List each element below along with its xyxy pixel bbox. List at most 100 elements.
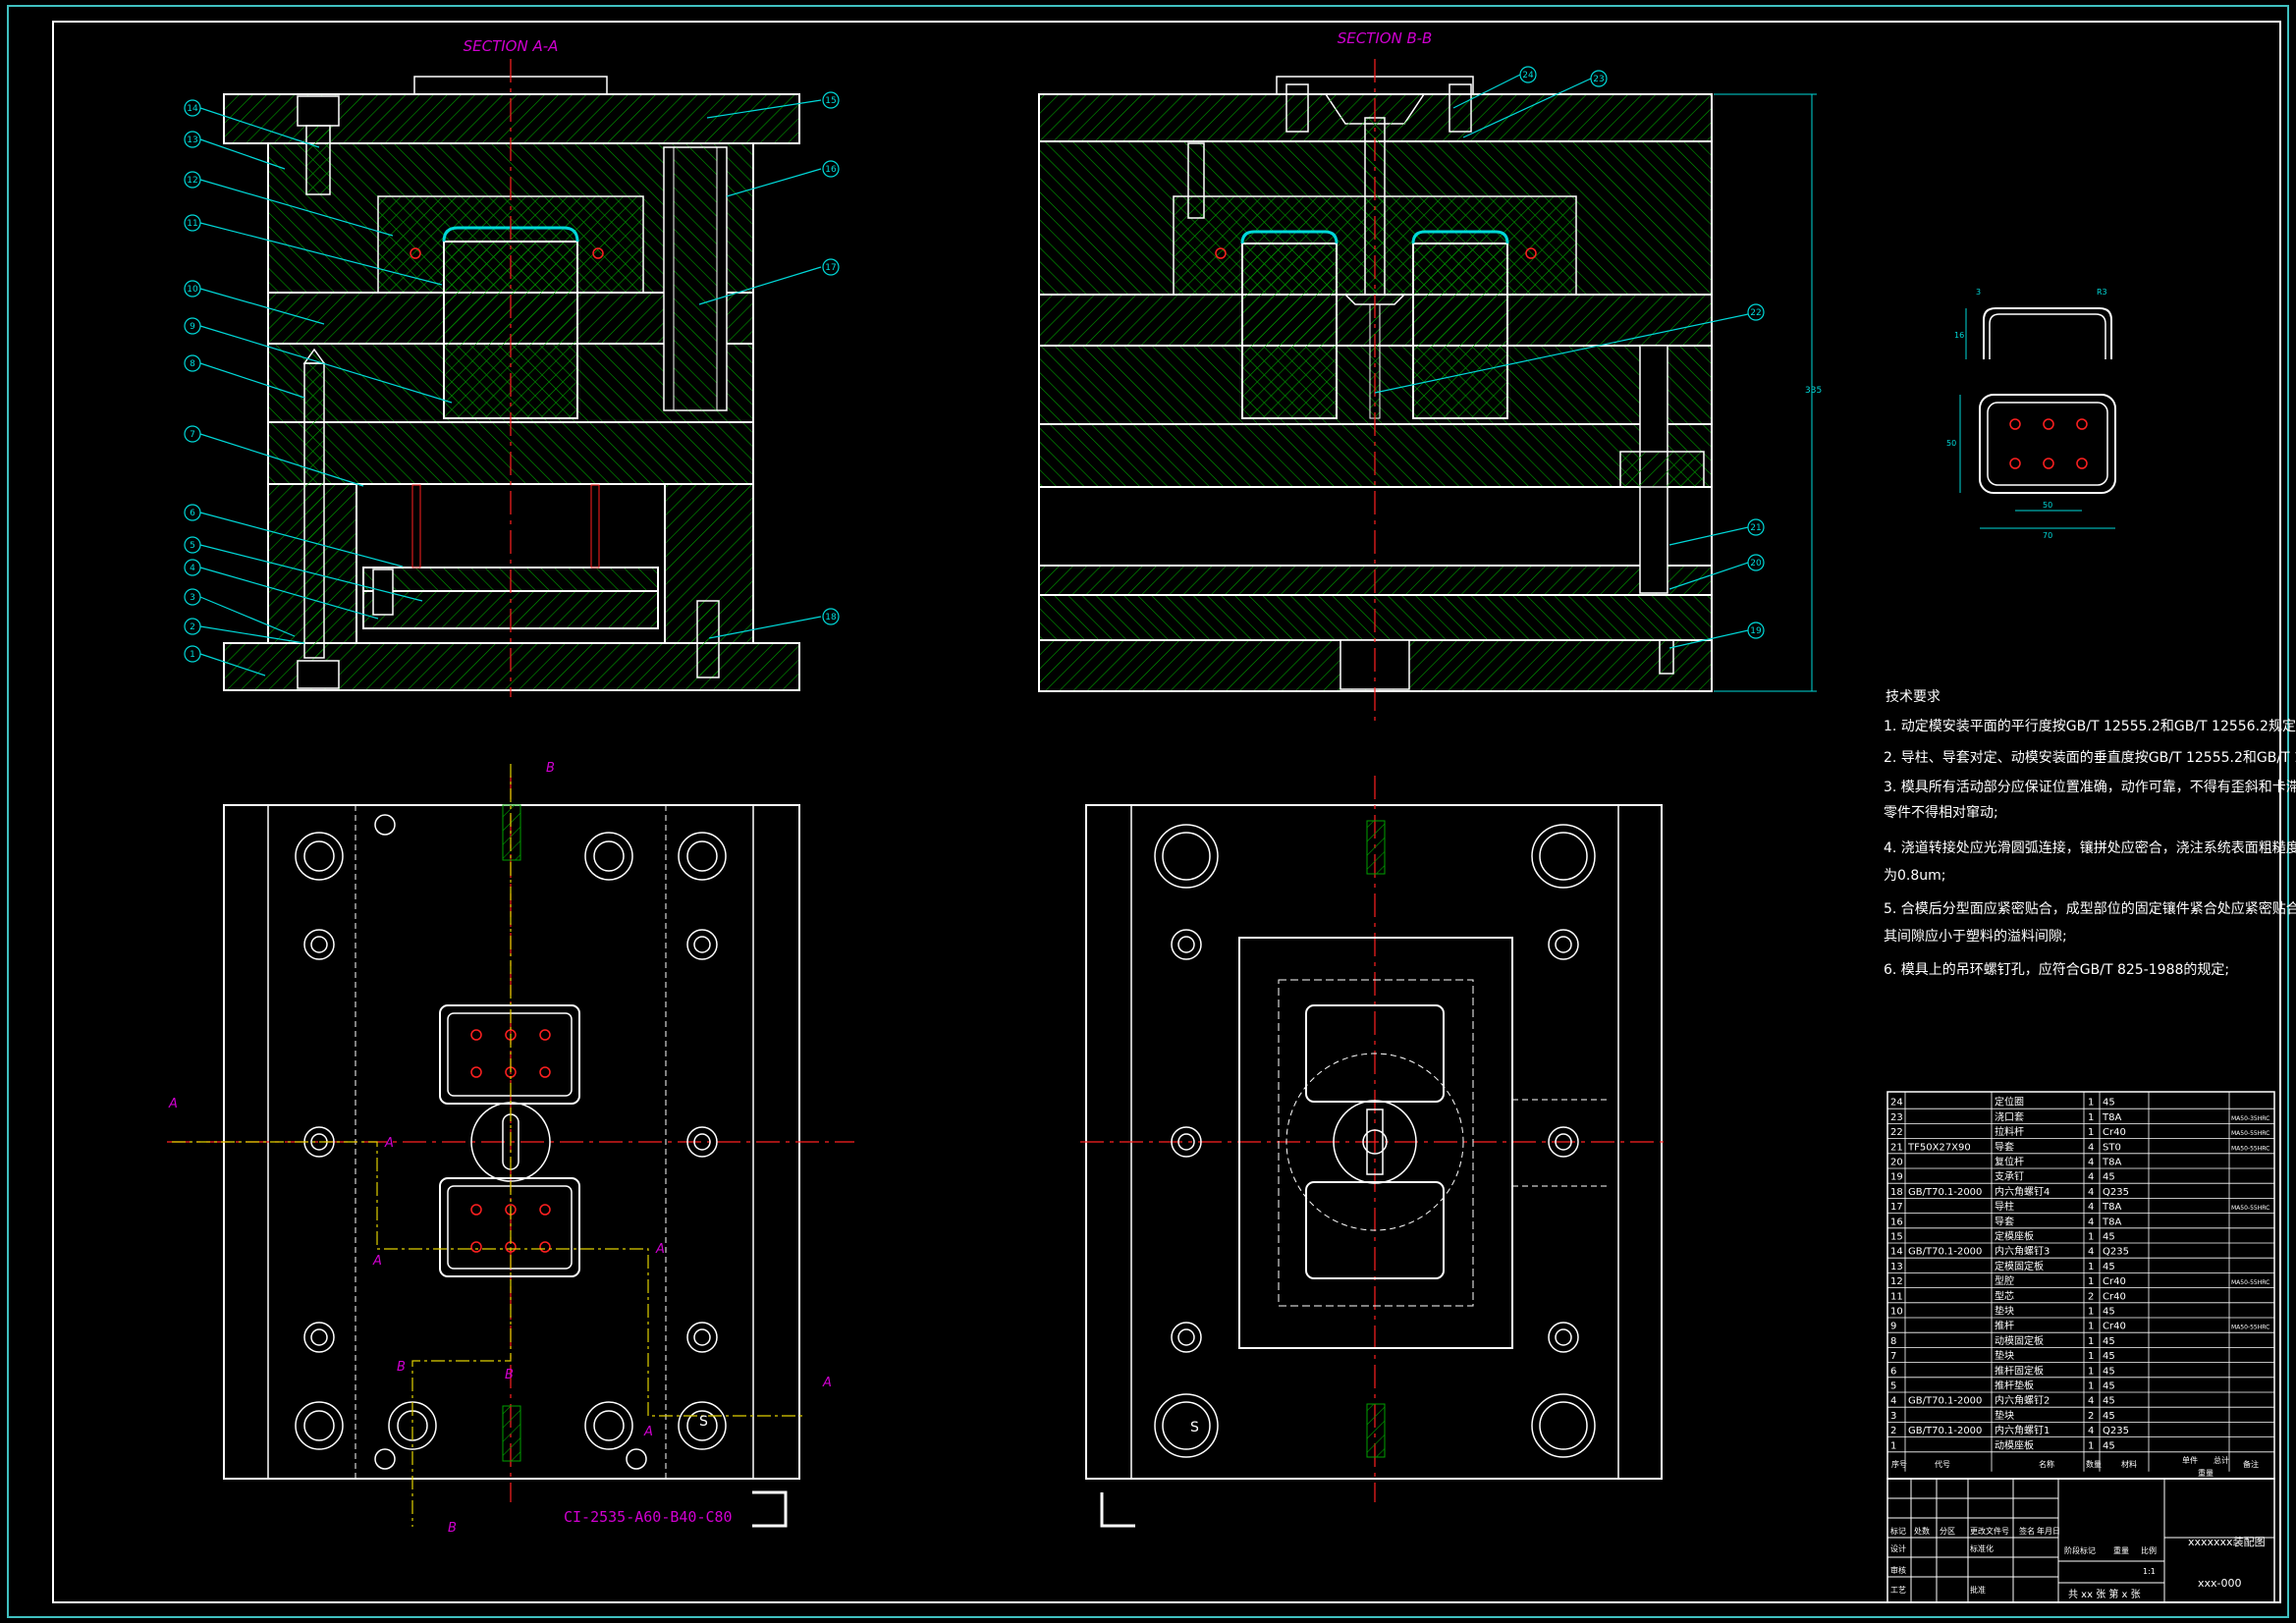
tb-mark: 标记 bbox=[1890, 1526, 1906, 1536]
bom-cell: 4 bbox=[2088, 1202, 2094, 1213]
bom-cell: 动模座板 bbox=[1995, 1438, 2034, 1451]
balloon-15: 15 bbox=[825, 96, 836, 106]
bom-cell: 定模座板 bbox=[1995, 1230, 2034, 1243]
bom-cell: T8A bbox=[2102, 1202, 2121, 1213]
bom-hdr-name: 名称 bbox=[2039, 1459, 2054, 1469]
bom-cell: 支承钉 bbox=[1995, 1171, 2024, 1183]
balloon-8: 8 bbox=[190, 359, 195, 369]
bom-hdr-mat: 材料 bbox=[2121, 1459, 2137, 1469]
bom-cell: T8A bbox=[2102, 1112, 2121, 1123]
tech-req-2: 2. 导柱、导套对定、动模安装面的垂直度按GB/T 12555.2和GB/T 1… bbox=[1884, 749, 2296, 766]
bom-cell: 1 bbox=[2088, 1276, 2094, 1287]
bom-cell: 动模固定板 bbox=[1995, 1334, 2044, 1347]
bom-cell: 14 bbox=[1890, 1247, 1903, 1258]
bom-cell: 1 bbox=[2088, 1262, 2094, 1272]
bom-cell: 型芯 bbox=[1995, 1289, 2014, 1302]
bom-cell: 1 bbox=[2088, 1127, 2094, 1138]
bom-cell: 2 bbox=[2088, 1411, 2094, 1422]
title-block-text: 标记 处数 分区 更改文件号 签名 年月日 设计 审核 工艺 批准 标准化 阶段… bbox=[1890, 1526, 2157, 1595]
bom-hdr-no: 序号 bbox=[1891, 1459, 1907, 1469]
bom-cell: 24 bbox=[1890, 1098, 1903, 1109]
bom-cell: MA50-55HRC bbox=[2231, 1279, 2269, 1286]
tech-req-3b: 零件不得相对窜动; bbox=[1884, 804, 1998, 821]
bom-cell: 45 bbox=[2103, 1351, 2115, 1362]
bom-cell: 3 bbox=[1890, 1411, 1896, 1422]
balloon-13: 13 bbox=[187, 135, 197, 145]
bom-cell: 4 bbox=[2088, 1142, 2094, 1153]
sprue-mark-right: S bbox=[1190, 1420, 1199, 1435]
bom-cell: 45 bbox=[2103, 1336, 2115, 1347]
bom-cell: 4 bbox=[2088, 1217, 2094, 1227]
bom-hdr-note: 备注 bbox=[2243, 1459, 2259, 1469]
balloon-19: 19 bbox=[1750, 626, 1762, 636]
bom-cell: 1 bbox=[2088, 1232, 2094, 1243]
bom-cell: 18 bbox=[1890, 1187, 1903, 1198]
balloon-21: 21 bbox=[1750, 523, 1761, 533]
bom-cell: MA50-35HRC bbox=[2231, 1115, 2269, 1122]
tech-req-title: 技术要求 bbox=[1886, 689, 1941, 705]
part-dim-side: 3 bbox=[1976, 288, 1981, 297]
bom-cell: 1 bbox=[1890, 1440, 1896, 1451]
bom-cell: Cr40 bbox=[2103, 1291, 2126, 1302]
bom-cell: 定模固定板 bbox=[1995, 1260, 2044, 1272]
balloon-6: 6 bbox=[190, 509, 195, 518]
part-dim-width: 70 bbox=[2043, 531, 2052, 540]
bom-cell: 6 bbox=[1890, 1366, 1896, 1377]
bom-cell: MA50-55HRC bbox=[2231, 1130, 2269, 1137]
bom-cell: 4 bbox=[2088, 1396, 2094, 1407]
balloon-17: 17 bbox=[825, 263, 836, 273]
tb-review: 审核 bbox=[1890, 1565, 1906, 1575]
outer-frame bbox=[7, 5, 2289, 1618]
bom-cell: 4 bbox=[2088, 1172, 2094, 1183]
balloon-9: 9 bbox=[190, 322, 195, 332]
tb-process: 工艺 bbox=[1890, 1586, 1906, 1595]
bom-hdr-code: 代号 bbox=[1935, 1459, 1950, 1469]
bom-cell: 45 bbox=[2103, 1440, 2115, 1451]
cut-a-mid: A bbox=[384, 1136, 394, 1151]
tech-req-4: 4. 浇道转接处应光滑圆弧连接，镶拼处应密合，浇注系统表面粗糙度参数Ra最大允许… bbox=[1884, 839, 2296, 856]
part-dim-inner: 50 bbox=[2043, 501, 2052, 510]
bom-cell: 4 bbox=[2088, 1158, 2094, 1168]
bottom-code: CI-2535-A60-B40-C80 bbox=[564, 1508, 733, 1526]
section-a-balloons: 14 13 12 11 10 9 8 7 6 5 4 3 2 1 15 16 1… bbox=[184, 91, 840, 663]
bom-cell: 45 bbox=[2103, 1232, 2115, 1243]
tb-drawing-title: xxxxxxx装配图 bbox=[2188, 1536, 2266, 1548]
bom-cell: 13 bbox=[1890, 1262, 1903, 1272]
bom-cell: 45 bbox=[2103, 1396, 2115, 1407]
bom-cell: 内六角螺钉4 bbox=[1995, 1185, 2050, 1198]
bom-cell: ST0 bbox=[2103, 1142, 2121, 1153]
bom-cell: 45 bbox=[2103, 1262, 2115, 1272]
bom-cell: 15 bbox=[1890, 1232, 1903, 1243]
bom-hdr-weight: 重量 bbox=[2198, 1468, 2214, 1478]
balloon-7: 7 bbox=[190, 430, 195, 440]
section-b-leaders bbox=[1374, 74, 1749, 649]
balloon-5: 5 bbox=[190, 541, 195, 551]
part-detail: R3 3 16 70 50 50 bbox=[1946, 288, 2116, 540]
balloon-4: 4 bbox=[190, 564, 195, 573]
bom-cell: 7 bbox=[1890, 1351, 1896, 1362]
balloon-22: 22 bbox=[1750, 308, 1761, 318]
bom-cell: Q235 bbox=[2103, 1247, 2129, 1258]
cut-a-mid2: A bbox=[372, 1254, 382, 1269]
bom-cell: Q235 bbox=[2103, 1187, 2129, 1198]
bom-cell: Cr40 bbox=[2103, 1276, 2126, 1287]
bom-cell: GB/T70.1-2000 bbox=[1908, 1187, 1982, 1198]
tech-req-3: 3. 模具所有活动部分应保证位置准确，动作可靠，不得有歪斜和卡滞现象，要求固定的 bbox=[1884, 779, 2296, 795]
bom-cell: 型腔 bbox=[1995, 1274, 2014, 1287]
balloon-16: 16 bbox=[825, 165, 837, 175]
bom-cell: 导套 bbox=[1995, 1140, 2014, 1153]
section-a-view: SECTION A-A bbox=[223, 37, 800, 697]
tech-req-6: 6. 模具上的吊环螺钉孔，应符合GB/T 825-1988的规定; bbox=[1884, 961, 2229, 978]
bom-cell: MA50-55HRC bbox=[2231, 1205, 2269, 1212]
balloon-20: 20 bbox=[1750, 559, 1762, 568]
bom-cell: GB/T70.1-2000 bbox=[1908, 1396, 1982, 1407]
bom-cell: 推杆 bbox=[1995, 1320, 2014, 1332]
bom-cell: 1 bbox=[2088, 1351, 2094, 1362]
bom-cell: 45 bbox=[2103, 1366, 2115, 1377]
part-dim-plan-height: 50 bbox=[1946, 439, 1956, 448]
tb-zone: 分区 bbox=[1940, 1527, 1955, 1536]
part-dim-height: 16 bbox=[1954, 331, 1964, 340]
bom-cell: 定位圈 bbox=[1995, 1096, 2024, 1109]
